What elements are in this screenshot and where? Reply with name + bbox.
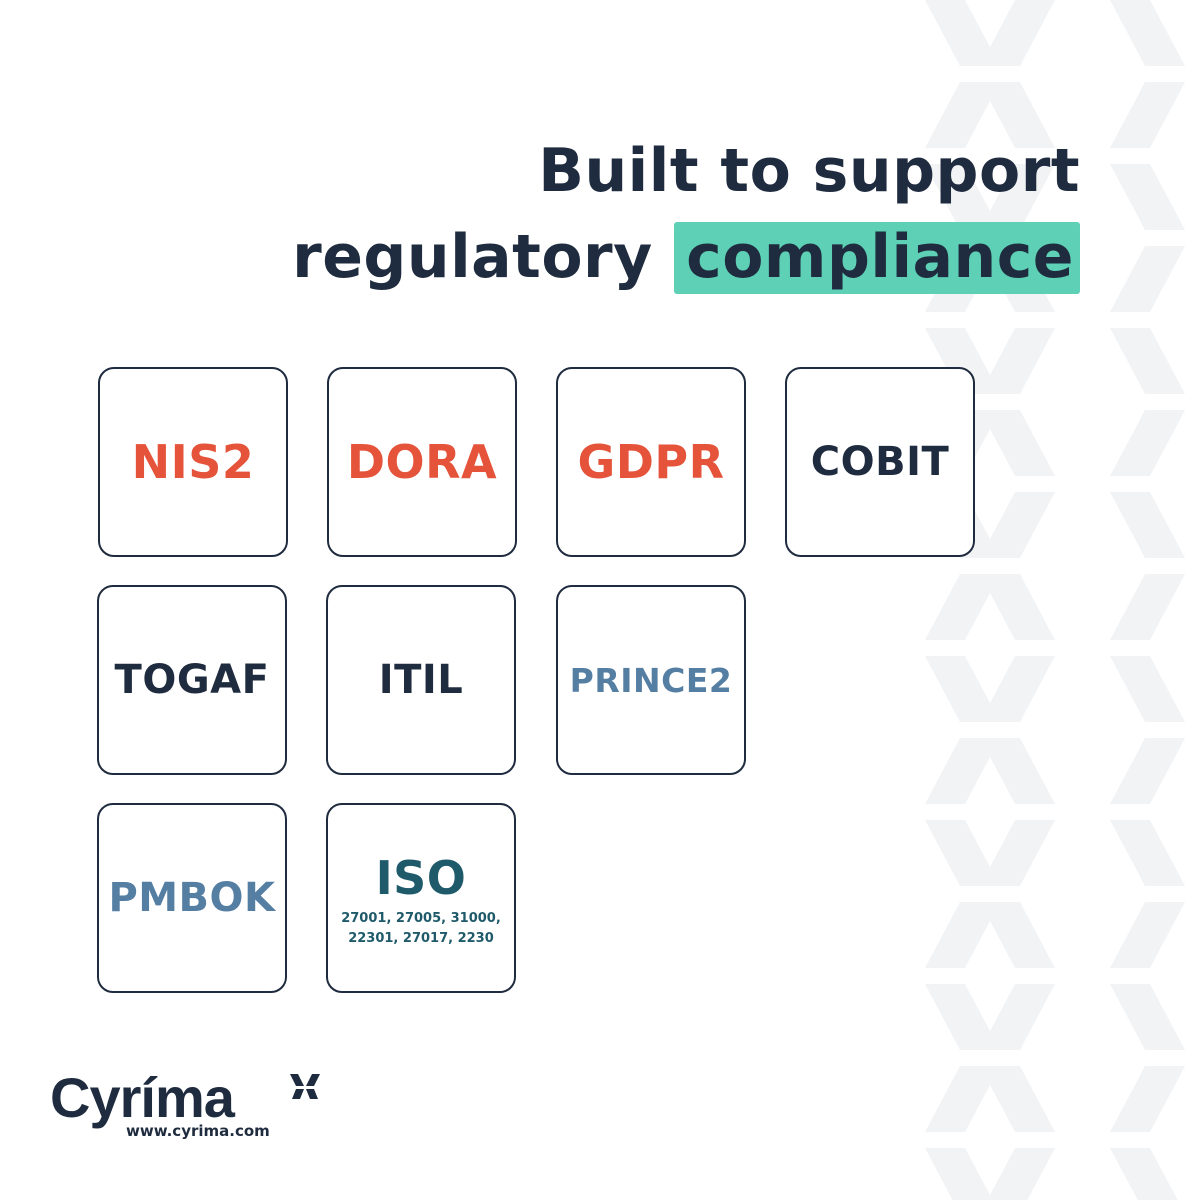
headline-regulatory: regulatory: [292, 222, 653, 292]
pattern-chevron: [1110, 656, 1185, 722]
brand-wordmark: Cyríma: [50, 1066, 235, 1129]
pattern-chevron: [987, 1148, 1055, 1200]
pattern-chevron: [1110, 492, 1185, 558]
pattern-chevron: [1110, 82, 1185, 148]
pattern-chevron: [925, 328, 1000, 394]
pattern-chevron: [925, 984, 1000, 1050]
pattern-chevron: [925, 820, 1000, 886]
pattern-chevron: [1110, 410, 1185, 476]
pattern-chevron: [980, 984, 1055, 1050]
brand-url: www.cyrima.com: [126, 1122, 270, 1140]
pattern-chevron: [980, 0, 1055, 66]
pattern-chevron: [980, 656, 1055, 722]
pattern-chevron: [925, 0, 1000, 66]
pattern-chevron: [980, 82, 1055, 148]
pattern-chevron: [980, 738, 1055, 804]
pattern-chevron: [1110, 328, 1185, 394]
framework-label: TOGAF: [114, 657, 270, 703]
pattern-chevron: [1110, 246, 1185, 312]
pattern-chevron: [925, 82, 1000, 148]
pattern-chevron: [1110, 1148, 1178, 1200]
framework-label: DORA: [346, 435, 498, 489]
pattern-chevron: [980, 164, 1055, 230]
pattern-chevron: [1110, 164, 1185, 230]
pattern-chevron: [980, 574, 1055, 640]
pattern-chevron: [1110, 574, 1185, 640]
pattern-chevron: [1110, 0, 1185, 66]
framework-tile-iso: ISO 27001, 27005, 31000, 22301, 27017, 2…: [326, 803, 516, 993]
pattern-chevron: [925, 1148, 993, 1200]
pattern-chevron: [925, 164, 1000, 230]
pattern-chevron: [980, 820, 1055, 886]
brand-logo: Cyríma www.cyrima.com: [50, 1066, 320, 1140]
framework-label: ISO: [375, 851, 467, 905]
pattern-chevron: [980, 328, 1055, 394]
pattern-chevron: [980, 902, 1055, 968]
framework-tile-pmbok: PMBOK: [97, 803, 287, 993]
framework-label: PRINCE2: [569, 660, 733, 700]
pattern-chevron: [925, 902, 1000, 968]
pattern-chevron: [1110, 738, 1185, 804]
framework-label: GDPR: [577, 435, 725, 489]
framework-tile-nis2: NIS2: [98, 367, 288, 557]
framework-label: NIS2: [131, 435, 255, 489]
headline-compliance-highlight: compliance: [674, 222, 1080, 294]
headline-line-1: Built to support: [538, 136, 1080, 206]
framework-tile-itil: ITIL: [326, 585, 516, 775]
pattern-chevron: [925, 656, 1000, 722]
pattern-chevron: [1110, 1066, 1185, 1132]
framework-tile-prince2: PRINCE2: [556, 585, 746, 775]
framework-tile-cobit: COBIT: [785, 367, 975, 557]
iso-standards-list: 27001, 27005, 31000, 22301, 27017, 2230: [341, 909, 501, 949]
pattern-chevron: [925, 738, 1000, 804]
framework-label: COBIT: [810, 439, 950, 485]
framework-tile-dora: DORA: [327, 367, 517, 557]
pattern-chevron: [980, 410, 1055, 476]
pattern-chevron: [1110, 984, 1185, 1050]
pattern-chevron: [925, 574, 1000, 640]
cyrima-x-mark-icon: [290, 1074, 320, 1099]
pattern-chevron: [980, 1066, 1055, 1132]
iso-standards-line-2: 22301, 27017, 2230: [348, 931, 494, 946]
pattern-chevron: [925, 1066, 1000, 1132]
pattern-chevron: [1110, 902, 1185, 968]
framework-label: ITIL: [378, 657, 464, 703]
framework-tile-togaf: TOGAF: [97, 585, 287, 775]
framework-label: PMBOK: [108, 875, 276, 921]
framework-tile-gdpr: GDPR: [556, 367, 746, 557]
pattern-chevron: [1110, 820, 1185, 886]
headline: Built to support regulatory compliance: [292, 128, 1080, 300]
pattern-chevron: [980, 492, 1055, 558]
headline-line-2: regulatory compliance: [292, 214, 1080, 300]
iso-standards-line-1: 27001, 27005, 31000,: [341, 911, 501, 926]
